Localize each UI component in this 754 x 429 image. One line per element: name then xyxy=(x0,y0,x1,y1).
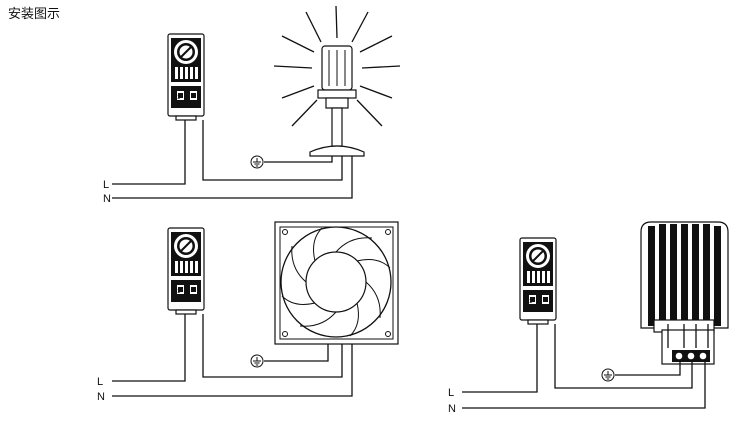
thermostat-3 xyxy=(519,237,557,325)
ground-icon xyxy=(250,155,264,169)
wire-label-l: L xyxy=(103,179,109,191)
ground-icon xyxy=(601,368,615,382)
heater-icon xyxy=(640,221,729,365)
fan-circuit: 1 2 L N xyxy=(97,221,399,403)
wire-label-n: N xyxy=(97,391,105,403)
lamp-icon xyxy=(273,5,401,157)
thermostat-2 xyxy=(167,227,205,315)
wire-label-n: N xyxy=(103,193,111,205)
terminal-label-2: 2 xyxy=(198,95,202,101)
wire-label-l: L xyxy=(448,387,454,399)
thermostat-1 xyxy=(167,33,205,121)
terminal-label-2: 2 xyxy=(198,289,202,295)
heater-circuit: 1 2 L N xyxy=(448,221,729,415)
terminal-label-2: 2 xyxy=(550,299,554,305)
wire-label-n: N xyxy=(448,403,456,415)
wire-label-l: L xyxy=(97,376,103,388)
terminal-label-1: 1 xyxy=(529,299,533,305)
light-circuit: 1 2 L N xyxy=(103,5,401,205)
fan-icon xyxy=(274,221,399,345)
terminal-label-1: 1 xyxy=(177,95,181,101)
diagram-title: 安装图示 xyxy=(8,7,61,22)
terminal-label-1: 1 xyxy=(177,289,181,295)
ground-icon xyxy=(250,354,264,368)
